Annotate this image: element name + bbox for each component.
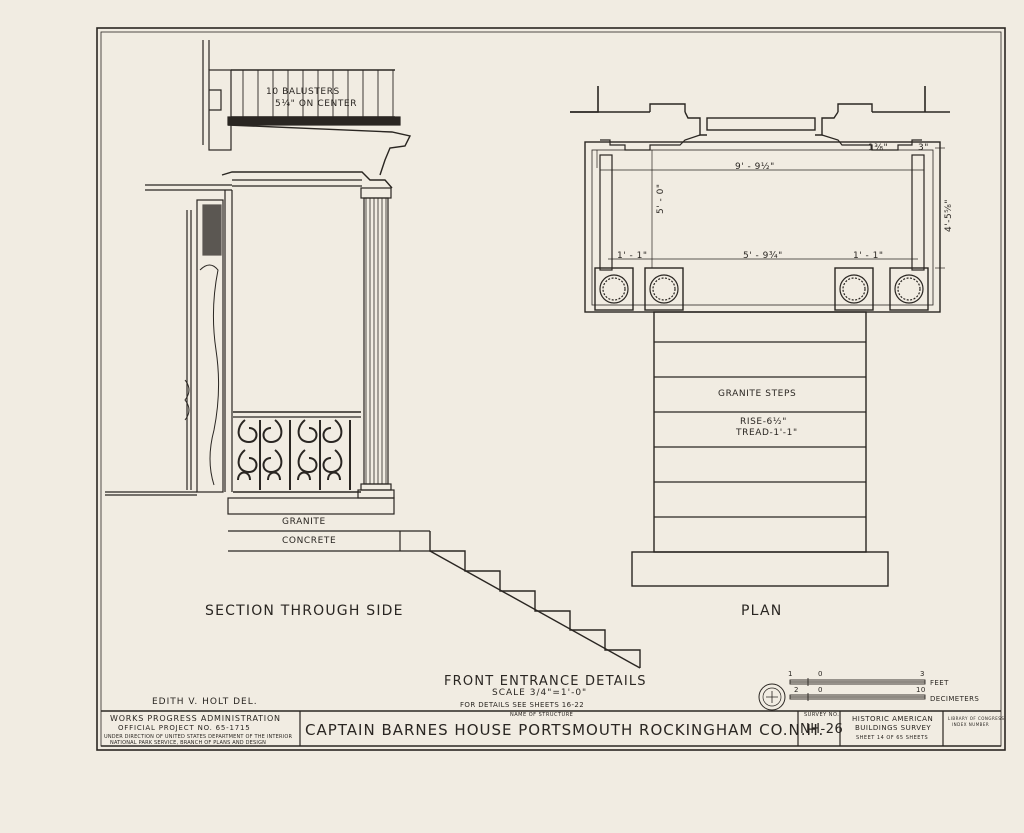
- iron-railing: [233, 411, 361, 493]
- agency-line-4: NATIONAL PARK SERVICE, BRANCH OF PLANS A…: [110, 740, 267, 746]
- outer-border: [96, 27, 1006, 751]
- scale-decimeters-label: DECIMETERS: [930, 695, 980, 703]
- scale-feet-tick-3: 3: [920, 670, 925, 678]
- section-through-side-drawing: [105, 40, 641, 669]
- plan-drawing: [570, 86, 950, 587]
- agency-line-1: WORKS PROGRESS ADMINISTRATION: [110, 714, 281, 723]
- habs-line-1: HISTORIC AMERICAN: [852, 715, 934, 723]
- structure-name-caption: NAME OF STRUCTURE: [510, 712, 574, 718]
- habs-seal-icon: [758, 683, 786, 711]
- concrete-label: CONCRETE: [282, 536, 337, 546]
- scale-feet-tick-0: 0: [818, 670, 823, 678]
- plan-dim-overall: 9' - 9½": [735, 162, 775, 172]
- details-note: FOR DETAILS SEE SHEETS 16-22: [460, 701, 585, 709]
- plan-dim-left-column: 1' - 1": [617, 251, 648, 261]
- balusters-note: 10 BALUSTERS: [266, 87, 340, 97]
- agency-line-2: OFFICIAL PROJECT NO. 65-1715: [118, 724, 251, 732]
- section-view-title: SECTION THROUGH SIDE: [205, 603, 404, 619]
- tread-label: TREAD-1'-1": [736, 428, 798, 438]
- plan-dim-corner-3: 3": [918, 143, 929, 153]
- plan-dim-side-depth: 4'-5⅝": [944, 198, 954, 232]
- agency-line-3: UNDER DIRECTION OF UNITED STATES DEPARTM…: [104, 734, 293, 740]
- survey-number: NH-26: [800, 722, 844, 737]
- plan-dim-inner: 5' - 9¾": [743, 251, 783, 261]
- balusters-spacing-note: 5¼" ON CENTER: [275, 99, 358, 109]
- scale-dm-tick-2: 2: [794, 686, 799, 694]
- delineator: EDITH V. HOLT DEL.: [152, 697, 258, 707]
- title-block-frame: [101, 710, 1001, 747]
- plan-dim-right-column: 1' - 1": [853, 251, 884, 261]
- drawing-scale: SCALE 3/4"=1'-0": [492, 688, 588, 698]
- plan-view-title: PLAN: [741, 603, 783, 619]
- library-line-2: INDEX NUMBER: [952, 722, 990, 727]
- scale-bars: [789, 678, 926, 701]
- plan-dim-corner-offset: 1⅜": [868, 143, 889, 153]
- survey-no-caption: SURVEY NO.: [804, 712, 840, 718]
- rise-label: RISE-6½": [740, 417, 787, 427]
- library-line-1: LIBRARY OF CONGRESS: [948, 716, 1005, 721]
- sheet-info: SHEET 14 OF 65 SHEETS: [856, 735, 929, 741]
- granite-label: GRANITE: [282, 517, 326, 527]
- granite-steps-label: GRANITE STEPS: [718, 389, 797, 399]
- scale-dm-tick-0: 0: [818, 686, 823, 694]
- scale-feet-label: FEET: [930, 679, 949, 687]
- scale-feet-tick-1: 1: [788, 670, 793, 678]
- structure-name: CAPTAIN BARNES HOUSE PORTSMOUTH ROCKINGH…: [305, 721, 825, 739]
- scale-dm-tick-10: 10: [916, 686, 926, 694]
- plan-dim-depth: 5' - 0": [656, 183, 666, 214]
- drawing-title: FRONT ENTRANCE DETAILS: [444, 674, 647, 689]
- habs-line-2: BUILDINGS SURVEY: [855, 724, 932, 732]
